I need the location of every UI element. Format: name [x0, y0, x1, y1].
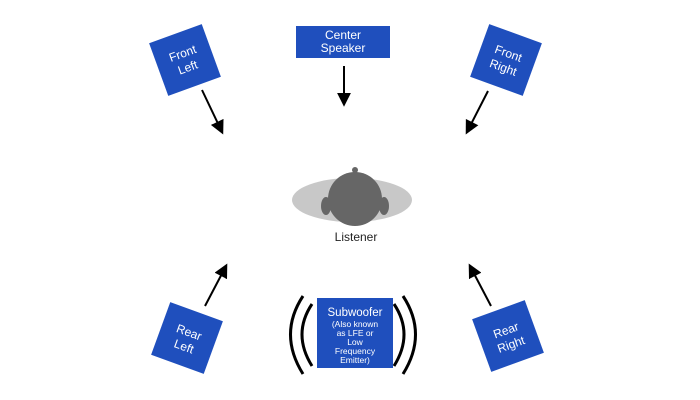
listener-label: Listener [335, 230, 378, 244]
speaker-center-label-line1: Center [325, 28, 361, 42]
listener-nose [352, 167, 358, 173]
speaker-front-right: Front Right [470, 24, 542, 96]
listener: Listener [292, 167, 412, 244]
speaker-center: Center Speaker [296, 26, 390, 58]
subwoofer-wave-right-inner [392, 303, 406, 367]
speaker-rear-left-box [151, 302, 223, 374]
subwoofer-box [317, 298, 393, 368]
speaker-front-left-label-line2: Left [176, 57, 200, 77]
subwoofer-note-line4: Frequency [335, 346, 376, 356]
speaker-front-right-box [470, 24, 542, 96]
speaker-rear-left-label-line2: Left [172, 336, 196, 356]
arrow-rear-right [468, 263, 492, 307]
speaker-front-left: Front Left [149, 24, 221, 96]
speaker-rear-right-box [472, 300, 544, 372]
arrow-front-right [465, 90, 489, 135]
speaker-rear-right: Rear Right [472, 300, 544, 372]
speaker-center-box [296, 26, 390, 58]
subwoofer-wave-right-outer [401, 295, 417, 375]
subwoofer-title: Subwoofer [328, 307, 383, 319]
speaker-front-left-box [149, 24, 221, 96]
speaker-center-label-line2: Speaker [321, 41, 366, 55]
listener-head [328, 172, 382, 226]
subwoofer-wave-left-outer [289, 295, 305, 375]
subwoofer-note-line3: Low [347, 337, 363, 347]
speaker-rear-left: Rear Left [151, 302, 223, 374]
subwoofer: Subwoofer (Also known as LFE or Low Freq… [289, 295, 417, 375]
subwoofer-note-line2: as LFE or [337, 328, 374, 338]
arrow-rear-left [204, 263, 228, 307]
subwoofer-note-line5: Emitter) [340, 355, 370, 365]
arrow-front-left [201, 89, 224, 135]
subwoofer-wave-left-inner [300, 303, 314, 367]
subwoofer-note-line1: (Also known [332, 319, 379, 329]
